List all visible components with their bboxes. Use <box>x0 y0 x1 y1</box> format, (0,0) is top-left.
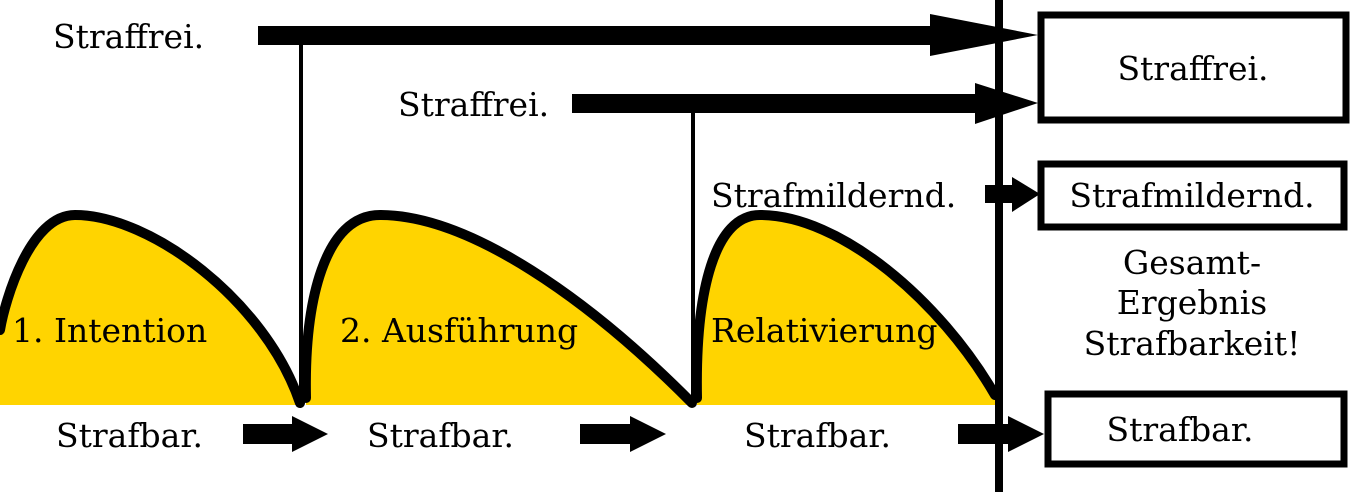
result-label-straffrei: Straffrei. <box>1117 49 1268 88</box>
summary-line-2: Ergebnis <box>1117 283 1267 322</box>
top-exit-label: Straffrei. <box>53 17 204 56</box>
stage-relativization-hump <box>691 209 1000 405</box>
result-box-strafmildernd <box>1037 160 1348 231</box>
stage-intention-hump <box>0 209 305 408</box>
bottom-arrow-1 <box>243 416 328 452</box>
bottom-label-1: Strafbar. <box>56 416 203 455</box>
top-exit-arrow <box>258 14 1038 56</box>
stage-label-intention: 1. Intention <box>12 311 207 350</box>
bottom-arrow-2 <box>580 416 666 452</box>
bottom-arrow-3 <box>958 416 1044 452</box>
stage-label-relativization: Relativierung <box>711 311 938 350</box>
third-exit-label: Strafmildernd. <box>711 176 956 215</box>
bottom-label-3: Strafbar. <box>744 416 891 455</box>
summary-line-3: Strafbarkeit! <box>1084 324 1301 363</box>
result-label-strafmildernd: Strafmildernd. <box>1069 176 1314 215</box>
second-exit-label: Straffrei. <box>398 85 549 124</box>
summary-line-1: Gesamt- <box>1123 243 1261 282</box>
result-label-strafbar: Strafbar. <box>1107 410 1254 449</box>
stage-execution-hump <box>300 209 697 408</box>
third-exit-arrow <box>985 177 1040 212</box>
second-exit-arrow <box>572 83 1038 124</box>
stage-label-execution: 2. Ausführung <box>340 311 578 350</box>
result-box-straffrei <box>1037 11 1350 124</box>
bottom-label-2: Strafbar. <box>367 416 514 455</box>
result-box-strafbar <box>1044 390 1348 468</box>
